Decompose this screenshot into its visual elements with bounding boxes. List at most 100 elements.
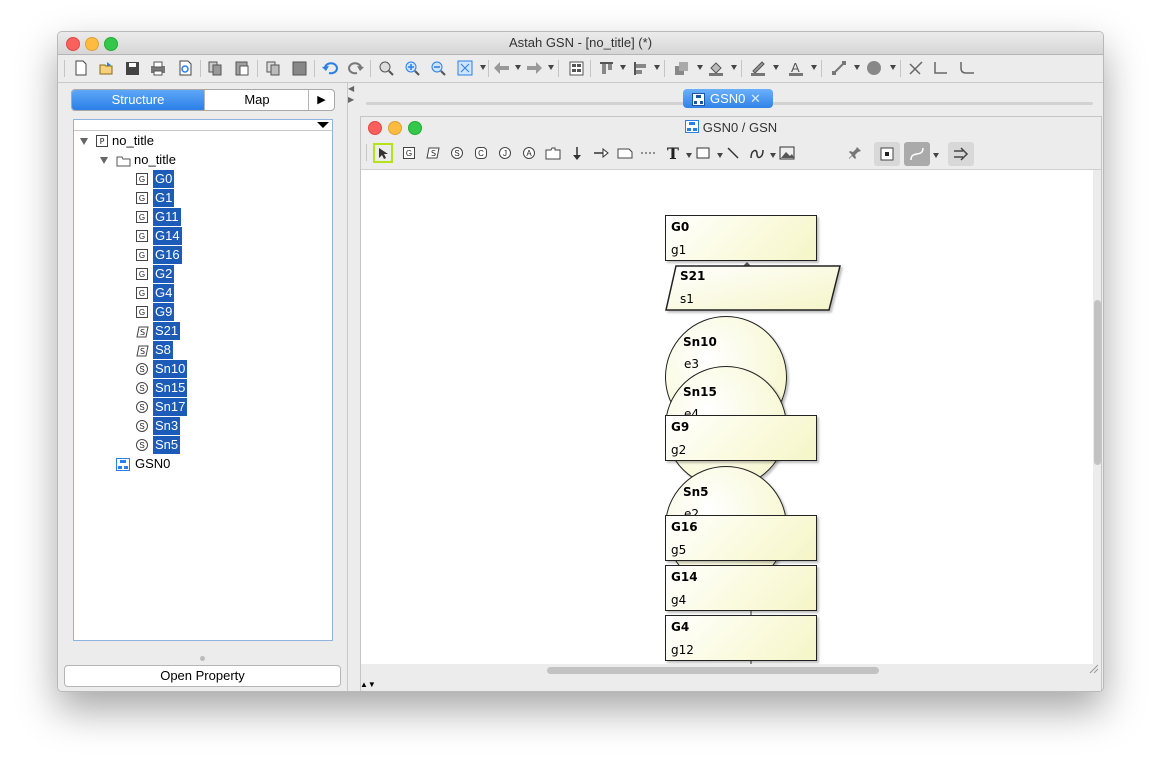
palette-toggle-icon[interactable]: ▲▼ xyxy=(360,680,376,689)
forward-icon[interactable] xyxy=(524,58,544,78)
shape-tool-dropdown-arrow[interactable] xyxy=(717,153,723,158)
close-tab-icon[interactable]: ✕ xyxy=(750,91,761,106)
rectangle-tool-icon[interactable] xyxy=(693,143,713,163)
save-icon[interactable] xyxy=(122,58,142,78)
freehand-dropdown-arrow[interactable] xyxy=(770,153,776,158)
back-icon[interactable] xyxy=(492,58,512,78)
select-tool-icon[interactable] xyxy=(373,143,393,163)
auto-route-icon[interactable] xyxy=(948,142,974,166)
snap-to-grid-icon[interactable] xyxy=(874,142,900,166)
solution-tool-icon[interactable]: S xyxy=(447,143,467,163)
goal-node[interactable]: G16 g5 xyxy=(665,515,817,561)
goal-node[interactable]: G4 g12 xyxy=(665,615,817,661)
align-top-icon[interactable] xyxy=(596,58,616,78)
zoom-dropdown-arrow[interactable] xyxy=(480,65,486,70)
resize-grip-icon[interactable] xyxy=(1089,662,1099,677)
strategy-node[interactable]: S21 s1 xyxy=(665,265,841,311)
tab-map[interactable]: Map xyxy=(204,90,309,110)
expand-arrow-icon[interactable] xyxy=(80,138,88,145)
fit-window-icon[interactable] xyxy=(455,58,475,78)
order-icon[interactable] xyxy=(672,58,692,78)
open-file-icon[interactable] xyxy=(96,58,116,78)
redo-icon[interactable] xyxy=(346,58,366,78)
curve-dropdown-arrow[interactable] xyxy=(933,153,939,158)
copy-icon[interactable] xyxy=(205,58,225,78)
strategy-tool-icon[interactable]: S xyxy=(423,143,443,163)
splitter-handle-icon[interactable] xyxy=(200,656,205,661)
back-dropdown-arrow[interactable] xyxy=(515,65,521,70)
align-dropdown-arrow[interactable] xyxy=(620,65,626,70)
horizontal-scroll-thumb[interactable] xyxy=(547,667,879,674)
align-left-icon[interactable] xyxy=(630,58,650,78)
tab-gsn0[interactable]: GSN0 ✕ xyxy=(683,89,773,108)
minimize-window-button[interactable] xyxy=(85,37,99,51)
paste-icon[interactable] xyxy=(232,58,252,78)
node-text: g2 xyxy=(671,443,687,457)
print-icon[interactable] xyxy=(148,58,168,78)
dashed-line-tool-icon[interactable] xyxy=(639,143,659,163)
shape-style-icon[interactable] xyxy=(864,58,884,78)
pin-icon[interactable] xyxy=(845,143,865,163)
node-text: g5 xyxy=(671,543,687,557)
goal-tool-icon[interactable]: G xyxy=(399,143,419,163)
tab-structure[interactable]: Structure xyxy=(72,90,204,110)
assumption-tool-icon[interactable]: A xyxy=(519,143,539,163)
line-tool-icon[interactable] xyxy=(723,143,743,163)
rounded-line-icon[interactable] xyxy=(957,58,977,78)
zoom-window-button[interactable] xyxy=(104,37,118,51)
more-tabs-icon[interactable]: ▶ xyxy=(308,90,334,110)
solution-icon: S xyxy=(136,439,148,451)
expand-right-arrow-icon[interactable]: ▶ xyxy=(348,95,355,104)
print-preview-icon[interactable] xyxy=(175,58,195,78)
line-style-dropdown-arrow[interactable] xyxy=(854,65,860,70)
forward-dropdown-arrow[interactable] xyxy=(548,65,554,70)
line-style-icon[interactable] xyxy=(829,58,849,78)
split-line-icon[interactable] xyxy=(906,58,926,78)
font-color-dropdown-arrow[interactable] xyxy=(811,65,817,70)
goal-node[interactable]: G9 g2 xyxy=(665,415,817,461)
curve-line-icon[interactable] xyxy=(904,142,930,166)
diagram-canvas[interactable]: G0 g1 S21 s1 Sn10 e3 Sn15 e4 G9 xyxy=(361,170,1093,664)
module-tool-icon[interactable] xyxy=(543,143,563,163)
shape-style-dropdown-arrow[interactable] xyxy=(890,65,896,70)
orthogonal-line-icon[interactable] xyxy=(931,58,951,78)
open-property-button[interactable]: Open Property xyxy=(64,665,341,687)
paste-image-icon[interactable] xyxy=(289,58,309,78)
zoom-out-icon[interactable] xyxy=(428,58,448,78)
freehand-tool-icon[interactable] xyxy=(747,143,767,163)
zoom-icon[interactable] xyxy=(376,58,396,78)
close-diagram-button[interactable] xyxy=(368,121,382,135)
horizontal-scrollbar[interactable] xyxy=(361,664,1101,674)
text-tool-icon[interactable]: T xyxy=(667,143,679,163)
in-context-of-tool-icon[interactable] xyxy=(591,143,611,163)
zoom-diagram-button[interactable] xyxy=(408,121,422,135)
fill-dropdown-arrow[interactable] xyxy=(731,65,737,70)
palette-toolbar: G S S C J A T xyxy=(361,139,1101,170)
undo-icon[interactable] xyxy=(320,58,340,78)
note-tool-icon[interactable] xyxy=(615,143,635,163)
copy-image-icon[interactable] xyxy=(263,58,283,78)
zoom-in-icon[interactable] xyxy=(402,58,422,78)
order-dropdown-arrow[interactable] xyxy=(697,65,703,70)
text-tool-dropdown-arrow[interactable] xyxy=(686,153,692,158)
supported-by-tool-icon[interactable] xyxy=(567,143,587,163)
vertical-scroll-thumb[interactable] xyxy=(1094,300,1101,465)
close-window-button[interactable] xyxy=(66,37,80,51)
justification-tool-icon[interactable]: J xyxy=(495,143,515,163)
vertical-scrollbar[interactable] xyxy=(1094,170,1101,664)
layout-icon[interactable] xyxy=(566,58,586,78)
collapse-left-arrow-icon[interactable]: ◀ xyxy=(348,84,355,93)
line-color-dropdown-arrow[interactable] xyxy=(773,65,779,70)
context-tool-icon[interactable]: C xyxy=(471,143,491,163)
image-tool-icon[interactable] xyxy=(777,143,797,163)
goal-node[interactable]: G0 g1 xyxy=(665,215,817,261)
fill-color-icon[interactable] xyxy=(706,58,726,78)
font-color-icon[interactable]: A xyxy=(786,58,806,78)
goal-node[interactable]: G14 g4 xyxy=(665,565,817,611)
minimize-diagram-button[interactable] xyxy=(388,121,402,135)
new-file-icon[interactable] xyxy=(71,58,91,78)
line-color-icon[interactable] xyxy=(748,58,768,78)
expand-arrow-icon[interactable] xyxy=(100,157,108,164)
align-left-dropdown-arrow[interactable] xyxy=(654,65,660,70)
tree-menu-arrow-icon[interactable] xyxy=(317,122,329,128)
